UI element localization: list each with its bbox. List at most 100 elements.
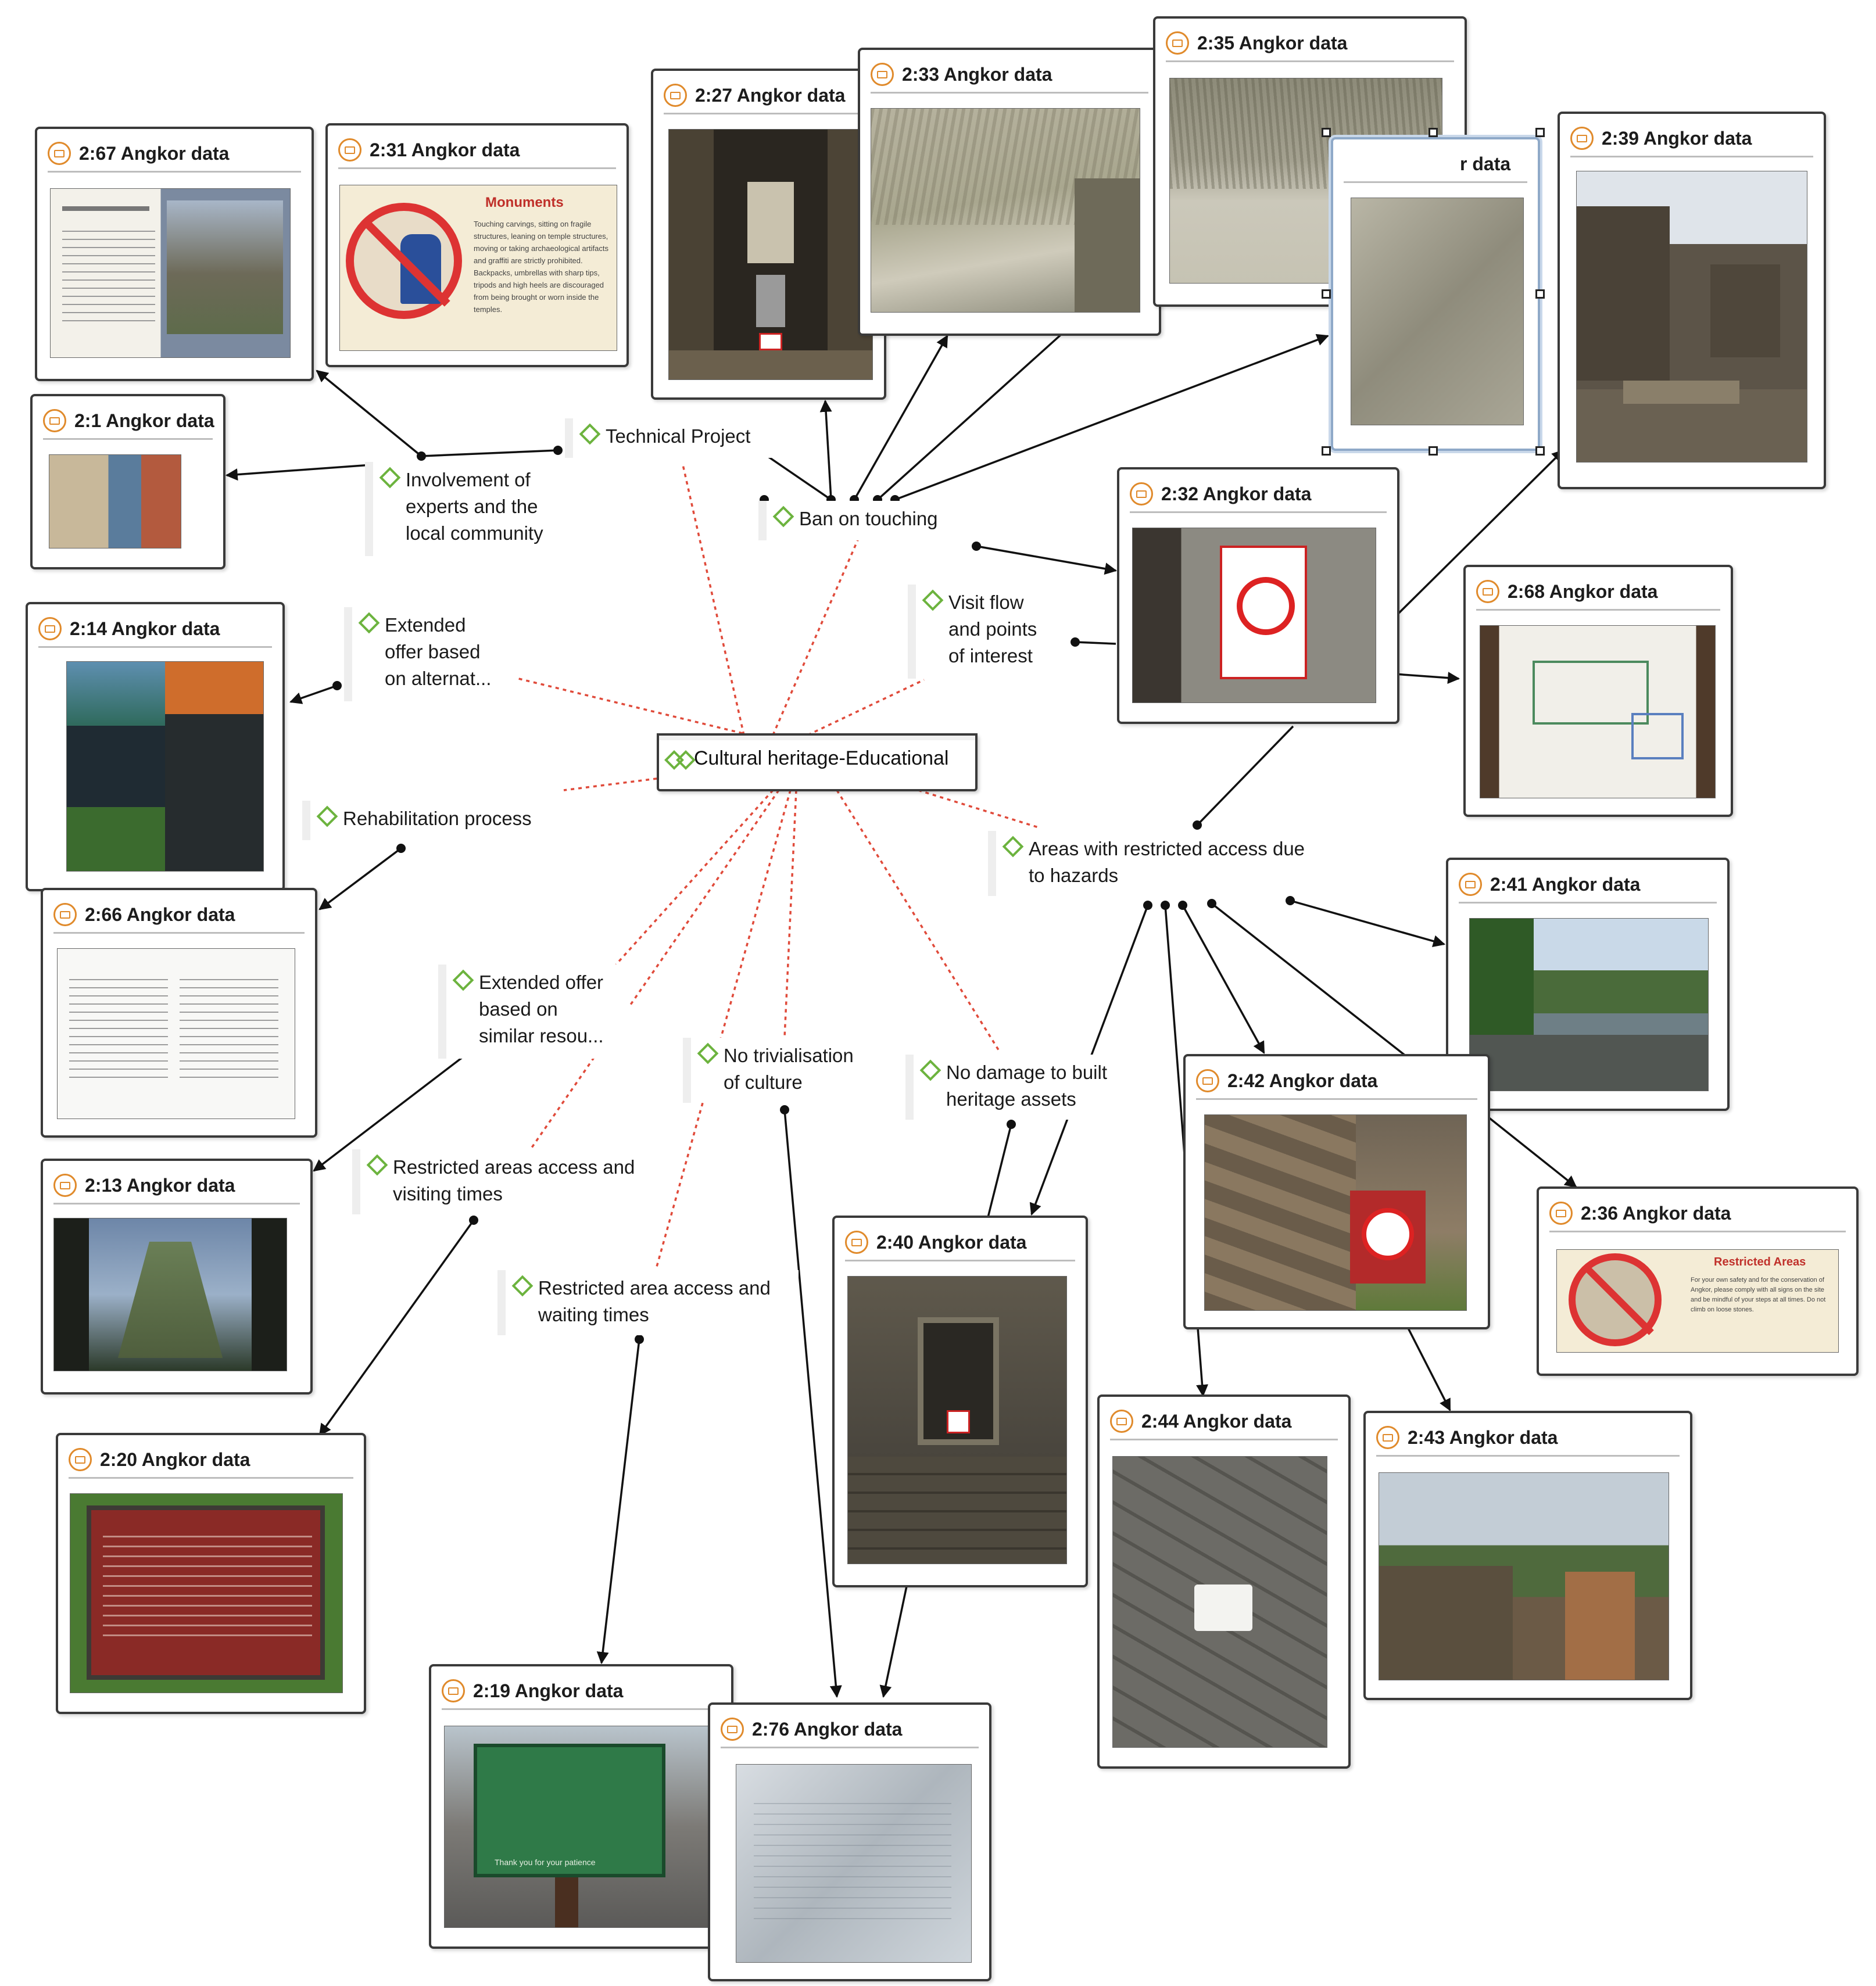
code-diamond-icon	[919, 1059, 941, 1081]
document-icon	[1130, 482, 1153, 506]
restricted-heading: Restricted Areas	[1714, 1256, 1806, 1268]
doc-node-2-19[interactable]: 2:19 Angkor data Thank you for your pati…	[429, 1664, 733, 1949]
code-no-trivialisation[interactable]: No trivialisation of culture	[683, 1038, 883, 1103]
code-ban-touching[interactable]: Ban on touching	[758, 501, 973, 540]
doc-node-2-36[interactable]: 2:36 Angkor data Restricted Areas For yo…	[1537, 1186, 1859, 1376]
doc-node-2-41[interactable]: 2:41 Angkor data	[1446, 858, 1730, 1111]
code-areas-restricted[interactable]: Areas with restricted access due to haza…	[988, 831, 1337, 896]
doc-node-2-32[interactable]: 2:32 Angkor data	[1117, 467, 1399, 724]
code-involvement[interactable]: Involvement of experts and the local com…	[365, 462, 603, 556]
doc-title: 2:41 Angkor data	[1490, 873, 1641, 895]
doc-node-2-44[interactable]: 2:44 Angkor data	[1097, 1394, 1351, 1769]
doc-node-2-14[interactable]: 2:14 Angkor data	[26, 602, 285, 891]
doc-title: 2:20 Angkor data	[100, 1449, 250, 1470]
doc-title: 2:14 Angkor data	[70, 618, 220, 639]
doc-node-2-39[interactable]: 2:39 Angkor data	[1558, 112, 1826, 489]
code-label: No damage to built heritage assets	[946, 1062, 1108, 1110]
doc-photo-monuments-sign: Monuments Touching carvings, sitting on …	[339, 185, 617, 351]
doc-node-2-31[interactable]: 2:31 Angkor data Monuments Touching carv…	[325, 123, 629, 367]
doc-node-2-13[interactable]: 2:13 Angkor data	[41, 1159, 313, 1394]
code-restricted-waiting[interactable]: Restricted area access and waiting times	[497, 1270, 799, 1335]
code-extended-alternat[interactable]: Extended offer based on alternat...	[344, 607, 518, 701]
code-diamond-icon	[579, 423, 601, 445]
code-label: Technical Project	[606, 425, 751, 447]
selection-handle[interactable]	[1322, 446, 1331, 456]
doc-title: 2:44 Angkor data	[1141, 1410, 1292, 1432]
doc-node-2-67[interactable]: 2:67 Angkor data	[35, 127, 314, 381]
doc-title: 2:68 Angkor data	[1508, 580, 1658, 602]
doc-title: 2:76 Angkor data	[752, 1718, 903, 1740]
doc-node-2-76[interactable]: 2:76 Angkor data	[708, 1702, 991, 1981]
code-diamond-icon	[1002, 836, 1024, 858]
document-icon	[1376, 1426, 1399, 1449]
code-diamond-icon	[511, 1275, 534, 1297]
code-label: Extended offer based on similar resou...	[479, 972, 604, 1046]
selection-handle[interactable]	[1535, 289, 1545, 299]
code-label: Areas with restricted access due to haza…	[1029, 838, 1305, 886]
doc-node-2-20[interactable]: 2:20 Angkor data	[56, 1433, 366, 1714]
doc-photo-pyramid-temple	[53, 1218, 287, 1371]
doc-node-2-42[interactable]: 2:42 Angkor data	[1183, 1054, 1490, 1329]
doc-node-2-1[interactable]: 2:1 Angkor data	[30, 394, 225, 569]
code-no-damage[interactable]: No damage to built heritage assets	[905, 1055, 1138, 1120]
document-icon	[871, 63, 894, 86]
doc-title: 2:43 Angkor data	[1408, 1426, 1558, 1448]
code-diamond-icon	[379, 467, 401, 489]
code-technical-project[interactable]: Technical Project	[565, 418, 779, 458]
code-diamond-icon	[676, 750, 696, 770]
doc-node-hidden-selected[interactable]: r data	[1331, 137, 1540, 451]
monuments-heading: Monuments	[485, 195, 564, 210]
code-rehabilitation[interactable]: Rehabilitation process	[302, 801, 565, 840]
central-node-bar	[657, 733, 978, 740]
doc-photo-green-sign: Thank you for your patience	[444, 1726, 714, 1928]
doc-title: 2:32 Angkor data	[1161, 483, 1312, 504]
doc-node-2-27[interactable]: 2:27 Angkor data	[651, 69, 886, 400]
doc-title: r data	[1460, 153, 1511, 174]
doc-title: 2:42 Angkor data	[1227, 1070, 1378, 1091]
document-icon	[1549, 1202, 1573, 1225]
doc-photo-paved-ground	[1112, 1456, 1327, 1748]
document-icon	[1570, 127, 1594, 150]
doc-node-2-66[interactable]: 2:66 Angkor data	[41, 888, 317, 1138]
document-icon	[38, 617, 62, 640]
restricted-body: For your own safety and for the conserva…	[1691, 1277, 1826, 1313]
doc-title: 2:31 Angkor data	[370, 139, 520, 160]
document-icon	[442, 1679, 465, 1702]
doc-photo-notice-board	[57, 948, 295, 1119]
doc-photo-moat	[1469, 918, 1709, 1091]
selection-handle[interactable]	[1322, 289, 1331, 299]
document-icon	[69, 1448, 92, 1471]
doc-node-2-68[interactable]: 2:68 Angkor data	[1463, 565, 1733, 817]
selection-handle[interactable]	[1429, 446, 1438, 456]
selection-handle[interactable]	[1322, 128, 1331, 137]
doc-title: 2:66 Angkor data	[85, 904, 235, 925]
doc-photo-no-touch-sign	[1132, 528, 1376, 703]
doc-photo-causeway	[1379, 1472, 1669, 1680]
document-icon	[664, 84, 687, 107]
code-visit-flow[interactable]: Visit flow and points of interest	[908, 585, 1071, 679]
code-extended-similar[interactable]: Extended offer based on similar resou...	[438, 965, 630, 1059]
code-restricted-visiting[interactable]: Restricted areas access and visiting tim…	[352, 1149, 660, 1214]
code-label: Restricted areas access and visiting tim…	[393, 1156, 635, 1204]
dotted-links	[511, 464, 1041, 1267]
document-icon	[48, 142, 71, 165]
code-diamond-icon	[316, 805, 338, 827]
document-icon	[1166, 31, 1189, 55]
document-icon	[53, 1174, 77, 1197]
doc-node-2-43[interactable]: 2:43 Angkor data	[1363, 1411, 1692, 1700]
doc-photo-carving-closeup	[1351, 198, 1524, 425]
selection-handle[interactable]	[1429, 128, 1438, 137]
doc-photo-site-map	[1480, 625, 1716, 798]
selection-handle[interactable]	[1535, 446, 1545, 456]
doc-photo-window-ruins	[847, 1276, 1067, 1564]
doc-title: 2:39 Angkor data	[1602, 127, 1752, 149]
code-label: Involvement of experts and the local com…	[406, 469, 543, 544]
selection-handle[interactable]	[1535, 128, 1545, 137]
doc-node-2-40[interactable]: 2:40 Angkor data	[832, 1216, 1088, 1587]
central-code-node[interactable]: Cultural heritage-Educational	[657, 733, 978, 791]
doc-node-2-33[interactable]: 2:33 Angkor data	[858, 48, 1161, 336]
document-icon	[1476, 580, 1499, 603]
code-label: Restricted area access and waiting times	[538, 1277, 771, 1325]
doc-photo-temple-ruins	[1576, 171, 1807, 463]
